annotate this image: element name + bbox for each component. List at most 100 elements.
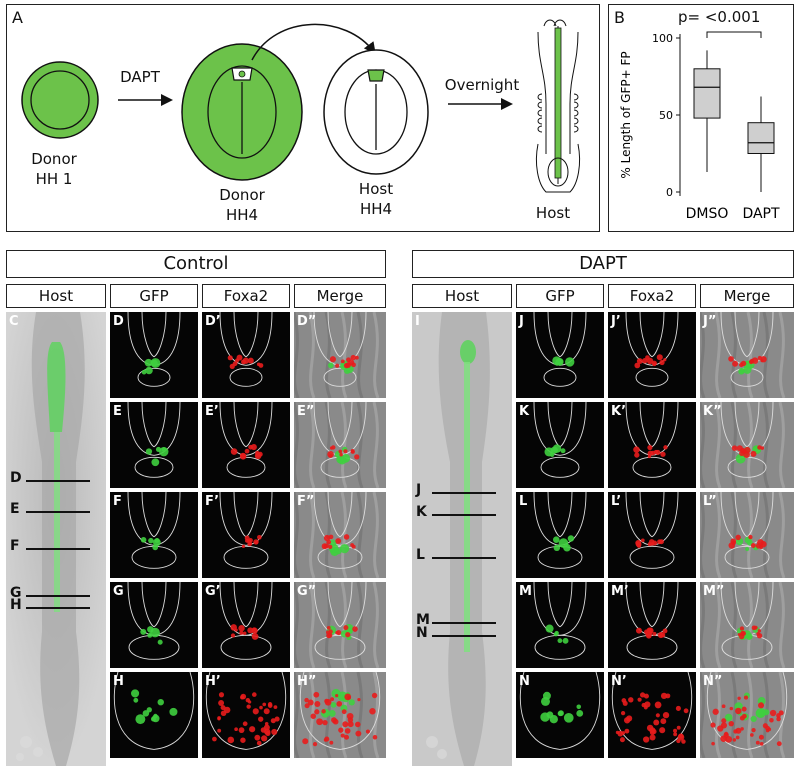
tailbud-outline xyxy=(113,672,195,750)
level-label-n: N xyxy=(416,625,428,641)
foxa2-nucleus xyxy=(769,709,777,717)
host-final-label: Host xyxy=(535,204,571,222)
control-col-gfp: GFP xyxy=(110,284,198,308)
gfp-cell xyxy=(555,357,564,366)
foxa2-nucleus xyxy=(251,627,257,632)
foxa2-nucleus xyxy=(344,728,351,734)
foxa2-nucleus xyxy=(756,631,760,636)
foxa2-nucleus xyxy=(258,363,264,368)
gfp-cell xyxy=(145,448,153,455)
section-panel-letter: G’ xyxy=(205,584,221,599)
notochord-outline xyxy=(543,367,577,387)
dapt-col-merge: Merge xyxy=(700,284,794,308)
transplant-arrow xyxy=(251,23,376,61)
foxa2-nucleus xyxy=(345,632,351,638)
gfp-cell xyxy=(553,536,560,543)
foxa2-nucleus xyxy=(751,728,756,733)
lumen-outline xyxy=(233,312,259,358)
level-label-g: G xyxy=(10,585,22,601)
foxa2-nucleus xyxy=(721,718,727,724)
tailbud-outline xyxy=(299,672,381,750)
foxa2-nucleus xyxy=(330,697,335,702)
foxa2-nucleus xyxy=(677,733,685,741)
foxa2-nucleus xyxy=(735,735,740,740)
texture xyxy=(372,402,380,488)
panel-background xyxy=(516,492,604,578)
foxa2-nucleus xyxy=(660,692,668,700)
section-panel-merge: M” xyxy=(700,582,794,668)
gfp-cell xyxy=(148,537,154,544)
texture xyxy=(700,402,706,488)
foxa2-nucleus xyxy=(753,625,758,630)
foxa2-nucleus xyxy=(223,706,231,714)
section-panel-letter: G” xyxy=(297,584,317,599)
section-panel-foxa2: K’ xyxy=(608,402,696,488)
gfp-cell xyxy=(339,543,350,554)
foxa2-nucleus xyxy=(620,711,626,716)
foxa2-nucleus xyxy=(254,734,261,741)
foxa2-nucleus xyxy=(656,354,663,361)
gfp-cell xyxy=(562,637,569,644)
texture xyxy=(700,672,706,758)
foxa2-nucleus xyxy=(654,701,662,709)
foxa2-nucleus xyxy=(762,723,768,729)
foxa2-nucleus xyxy=(712,708,719,715)
foxa2-nucleus xyxy=(741,706,747,712)
foxa2-nucleus xyxy=(737,696,741,700)
foxa2-nucleus xyxy=(624,728,630,734)
dapt-col-foxa2: Foxa2 xyxy=(608,284,696,308)
foxa2-nucleus xyxy=(341,709,347,715)
foxa2-nucleus xyxy=(711,741,715,746)
foxa2-nucleus xyxy=(731,540,736,546)
gfp-cell xyxy=(348,699,355,706)
foxa2-nucleus xyxy=(316,718,323,726)
foxa2-nucleus xyxy=(212,736,217,742)
foxa2-nucleus xyxy=(732,738,737,742)
foxa2-nucleus xyxy=(329,356,336,363)
section-panel-letter: K’ xyxy=(611,404,627,419)
section-panel-gfp: G xyxy=(110,582,198,668)
foxa2-nucleus xyxy=(331,717,337,723)
foxa2-nucleus xyxy=(732,360,739,367)
section-panel-letter: L xyxy=(519,494,528,509)
foxa2-nucleus xyxy=(339,452,343,457)
texture xyxy=(294,312,300,398)
foxa2-nucleus xyxy=(346,357,351,363)
y-tick-label: 0 xyxy=(666,186,673,199)
foxa2-nucleus xyxy=(249,726,256,733)
foxa2-nucleus xyxy=(251,633,259,640)
foxa2-nucleus xyxy=(246,704,251,709)
section-panel-letter: F” xyxy=(297,494,315,509)
foxa2-nucleus xyxy=(310,713,317,719)
foxa2-nucleus xyxy=(675,705,681,711)
section-panel-gfp: F xyxy=(110,492,198,578)
gfp-cell xyxy=(328,709,336,717)
section-panel-merge: L” xyxy=(700,492,794,578)
neural-tube-outline xyxy=(720,492,774,546)
foxa2-nucleus xyxy=(653,449,659,455)
section-panel-letter: J” xyxy=(703,314,717,329)
lumen-outline xyxy=(639,312,665,358)
foxa2-nucleus xyxy=(227,736,235,744)
level-line-j xyxy=(432,492,496,494)
panel-background xyxy=(608,312,696,398)
foxa2-nucleus xyxy=(273,705,278,710)
foxa2-nucleus xyxy=(740,630,747,637)
foxa2-nucleus xyxy=(313,691,320,698)
foxa2-nucleus xyxy=(350,543,355,547)
foxa2-nucleus xyxy=(728,720,734,727)
gfp-cell xyxy=(745,547,750,552)
foxa2-nucleus xyxy=(637,697,642,702)
gfp-cell xyxy=(563,712,574,723)
notochord-outline xyxy=(632,456,672,478)
neural-tube-outline xyxy=(625,312,679,366)
foxa2-nucleus xyxy=(757,445,762,450)
foxa2-nucleus xyxy=(335,693,339,698)
foxa2-nucleus xyxy=(217,717,221,721)
notochord-outline xyxy=(134,456,174,478)
foxa2-nucleus xyxy=(760,359,764,363)
tailbud-outline xyxy=(706,672,788,750)
foxa2-nucleus xyxy=(750,543,756,548)
foxa2-nucleus xyxy=(253,539,259,545)
